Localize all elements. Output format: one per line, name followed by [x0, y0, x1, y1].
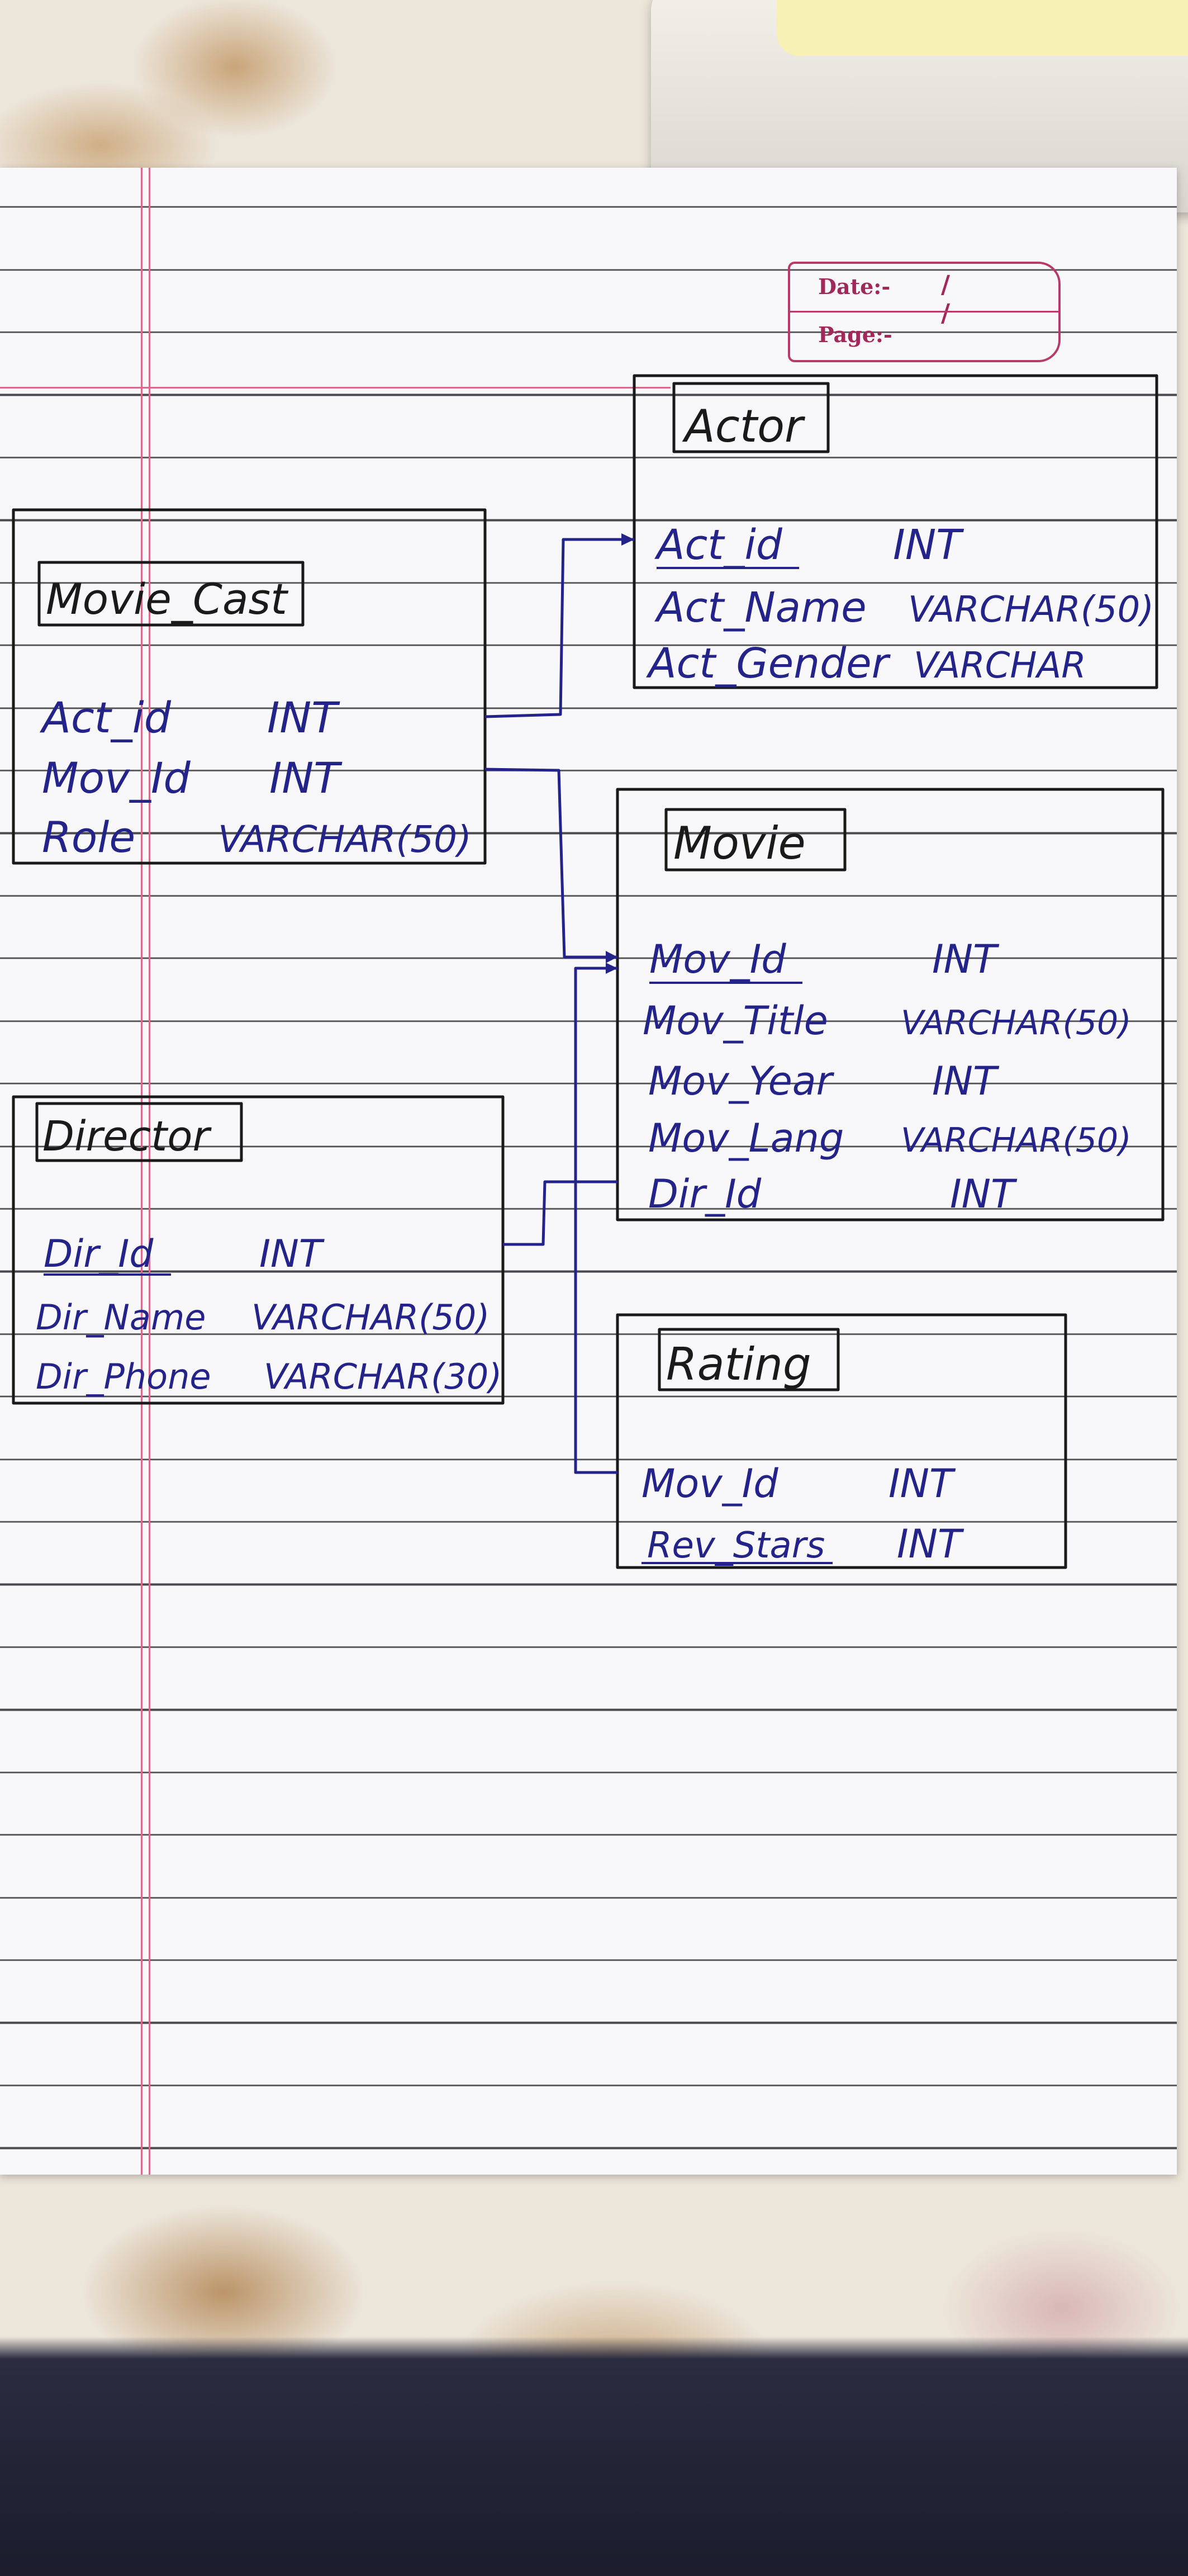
rel-cast-actor	[484, 538, 634, 718]
rating-box	[616, 1313, 1067, 1569]
actor-box	[633, 374, 1158, 689]
tablet-screen	[777, 0, 1188, 56]
actor-attr-type: INT	[893, 521, 964, 569]
movie-attr-name: Dir_Id	[648, 1171, 762, 1217]
rating-title-box	[658, 1328, 840, 1391]
movie-attr-name: Mov_Lang	[648, 1115, 844, 1161]
movie-cast-attr-name: Role	[42, 812, 135, 862]
margin-line-right	[149, 168, 150, 2175]
movie-cast-attr-name: Mov_Id	[42, 753, 191, 803]
director-box	[12, 1095, 505, 1405]
movie-box	[616, 788, 1165, 1221]
movie-title: Movie	[673, 817, 806, 869]
movie-attr-name: Mov_Id	[649, 936, 786, 982]
margin-line-left	[141, 168, 142, 2175]
rating-attr-name: Mov_Id	[641, 1461, 778, 1507]
actor-title: Actor	[682, 400, 806, 452]
connector-arrows	[606, 533, 634, 974]
page-label: Page:-	[818, 322, 892, 347]
movie-cast-attr-type: INT	[269, 753, 343, 803]
director-attr-name: Dir_Phone	[36, 1356, 211, 1397]
director-title-box	[35, 1102, 243, 1162]
actor-title-box	[672, 382, 830, 453]
rating-attr-type: INT	[888, 1461, 956, 1507]
dark-fabric	[0, 2337, 1188, 2576]
movie-cast-title-box	[37, 561, 305, 627]
rating-title: Rating	[666, 1338, 811, 1390]
movie-attr-type: VARCHAR(50)	[901, 1121, 1132, 1160]
movie-title-box	[664, 808, 847, 872]
actor-attr-name: Act_Name	[654, 584, 867, 632]
key-underlines	[44, 567, 833, 1564]
movie-cast-attr-name: Act_id	[39, 693, 172, 742]
date-box-divider	[790, 311, 1058, 312]
director-attr-name: Dir_Name	[36, 1297, 206, 1338]
actor-attr-type: VARCHAR(50)	[908, 589, 1154, 631]
movie-attr-type: INT	[950, 1171, 1018, 1217]
director-title: Director	[42, 1112, 212, 1161]
date-slashes: / /	[941, 271, 984, 328]
actor-attr-name: Act_Gender	[646, 640, 891, 688]
director-attr-name: Dir_Id	[44, 1232, 154, 1276]
movie-attr-name: Mov_Title	[643, 998, 828, 1044]
date-page-box: Date:- / / Page:-	[788, 262, 1061, 362]
actor-attr-name: Act_id	[654, 521, 783, 569]
rel-cast-movie	[484, 768, 617, 959]
movie-cast-title: Movie_Cast	[46, 574, 289, 624]
movie-cast-attr-type: INT	[267, 693, 340, 742]
movie-cast-box	[12, 508, 487, 865]
director-attr-type: INT	[259, 1232, 325, 1276]
movie-attr-type: INT	[932, 936, 1000, 982]
director-attr-type: VARCHAR(30)	[264, 1356, 502, 1397]
movie-attr-type: VARCHAR(50)	[901, 1003, 1132, 1043]
date-label: Date:-	[818, 274, 891, 299]
rating-attr-type: INT	[897, 1521, 964, 1567]
notebook-page	[0, 168, 1177, 2175]
movie-cast-attr-type: VARCHAR(50)	[218, 818, 472, 861]
movie-attr-type: INT	[932, 1058, 1000, 1104]
director-attr-type: VARCHAR(50)	[251, 1297, 490, 1338]
rel-director-movie	[503, 1180, 617, 1246]
rating-attr-name: Rev_Stars	[647, 1525, 825, 1566]
movie-attr-name: Mov_Year	[648, 1058, 835, 1104]
rel-rating-movie	[574, 967, 617, 1474]
actor-attr-type: VARCHAR	[914, 645, 1086, 686]
header-rule	[0, 387, 671, 389]
